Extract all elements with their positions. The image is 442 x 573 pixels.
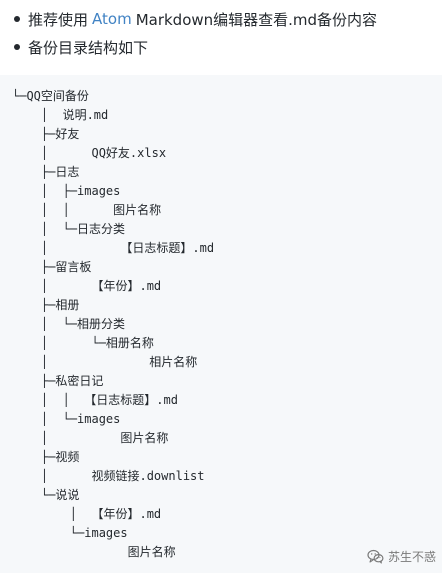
- tree-line-private-diary: ├─私密日记: [12, 374, 104, 388]
- directory-tree-code-block: └─QQ空间备份 │ 说明.md ├─好友 │ QQ好友.xlsx ├─日志 │…: [0, 75, 442, 573]
- tree-line-album-name: │ └─相册名称: [12, 336, 154, 350]
- tree-line-shuoshuo: └─说说: [12, 488, 80, 502]
- tree-line-log-category: │ └─日志分类: [12, 222, 126, 236]
- bullet-prefix-text: 推荐使用: [28, 10, 89, 29]
- directory-structure-text: 备份目录结构如下: [28, 38, 149, 57]
- tree-line-friends-file: │ QQ好友.xlsx: [12, 146, 167, 160]
- bullet-list: 推荐使用 Atom Markdown编辑器查看.md备份内容 备份目录结构如下: [0, 0, 442, 70]
- bullet-suffix-text: Markdown编辑器查看.md备份内容: [135, 10, 378, 29]
- tree-line-log-image-name: │ │ 图片名称: [12, 203, 162, 217]
- tree-line-logs: ├─日志: [12, 165, 80, 179]
- tree-line-friends: ├─好友: [12, 127, 80, 141]
- bullet-item-atom: 推荐使用 Atom Markdown编辑器查看.md备份内容: [14, 7, 377, 31]
- tree-line-private-images: │ └─images: [12, 412, 121, 426]
- wechat-icon: [367, 549, 384, 564]
- tree-line-photo-name: │ 相片名称: [12, 355, 198, 369]
- tree-line-shuoshuo-year-file: │ 【年份】.md: [12, 507, 162, 521]
- tree-line-albums: ├─相册: [12, 298, 80, 312]
- tree-line-message-board: ├─留言板: [12, 260, 92, 274]
- tree-line-shuoshuo-image-name: 图片名称: [12, 545, 176, 559]
- tree-line-videos: ├─视频: [12, 450, 80, 464]
- bullet-dot: [14, 44, 20, 50]
- atom-link[interactable]: Atom: [92, 10, 132, 28]
- wechat-watermark: 苏生不惑: [367, 547, 436, 565]
- tree-line-root: └─QQ空间备份: [12, 89, 89, 103]
- tree-line-message-year-file: │ 【年份】.md: [12, 279, 162, 293]
- tree-line-readme: │ 说明.md: [12, 108, 109, 122]
- tree-line-shuoshuo-images: └─images: [12, 526, 128, 540]
- tree-line-log-title-file: │ 【日志标题】.md: [12, 241, 215, 255]
- bullet-dot: [14, 16, 20, 22]
- bullet-item-directory: 备份目录结构如下: [14, 35, 148, 59]
- tree-line-video-link-file: │ 视频链接.downlist: [12, 469, 205, 483]
- tree-line-private-log-title: │ │ 【日志标题】.md: [12, 393, 178, 407]
- tree-line-album-category: │ └─相册分类: [12, 317, 126, 331]
- tree-line-log-images: │ ├─images: [12, 184, 121, 198]
- watermark-text: 苏生不惑: [387, 549, 436, 564]
- tree-line-private-image-name: │ 图片名称: [12, 431, 169, 445]
